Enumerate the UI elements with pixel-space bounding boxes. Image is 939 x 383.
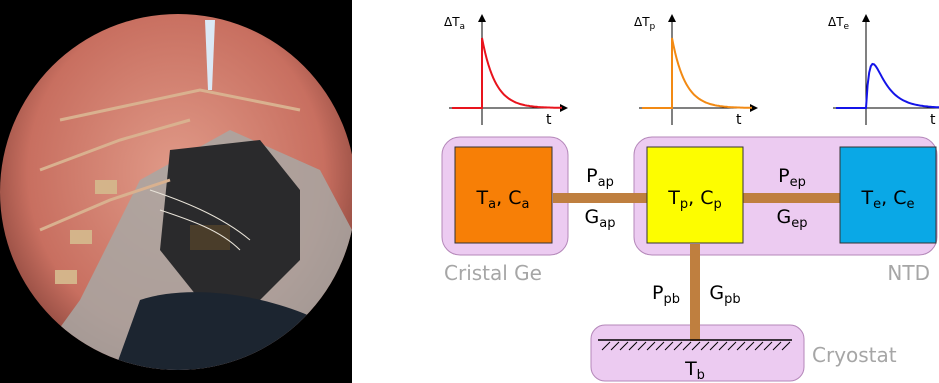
- pulse-plot-a: ΔTa t: [444, 15, 564, 128]
- pulse-curve: [836, 64, 939, 108]
- link-pb-power: Ppb: [652, 282, 680, 307]
- link-pb-conductance: Gpb: [709, 282, 740, 307]
- link-ap-conductance: Gap: [585, 206, 616, 231]
- plot-x-label: t: [930, 112, 936, 128]
- pulse-curve: [452, 38, 562, 108]
- link-ap-power: Pap: [586, 165, 614, 190]
- plot-x-label: t: [736, 112, 742, 128]
- plot-y-label: ΔTa: [444, 15, 465, 32]
- plot-y-label: ΔTe: [828, 15, 850, 32]
- pulse-curve: [642, 38, 752, 108]
- node-a-label: Ta, Ca: [476, 187, 530, 212]
- link-pb: [690, 244, 700, 341]
- pulse-plot-p: ΔTp t: [634, 15, 754, 128]
- link-ap: [553, 193, 651, 203]
- ntd-label: NTD: [887, 261, 930, 285]
- plot-y-label: ΔTp: [634, 15, 656, 32]
- node-e-label: Te, Ce: [861, 187, 915, 212]
- cryostat-label: Cryostat: [812, 343, 897, 367]
- plot-x-label: t: [546, 112, 552, 128]
- pulse-plot-e: ΔTe t: [828, 15, 939, 128]
- link-ep: [743, 193, 841, 203]
- cristal-label: Cristal Ge: [444, 261, 542, 285]
